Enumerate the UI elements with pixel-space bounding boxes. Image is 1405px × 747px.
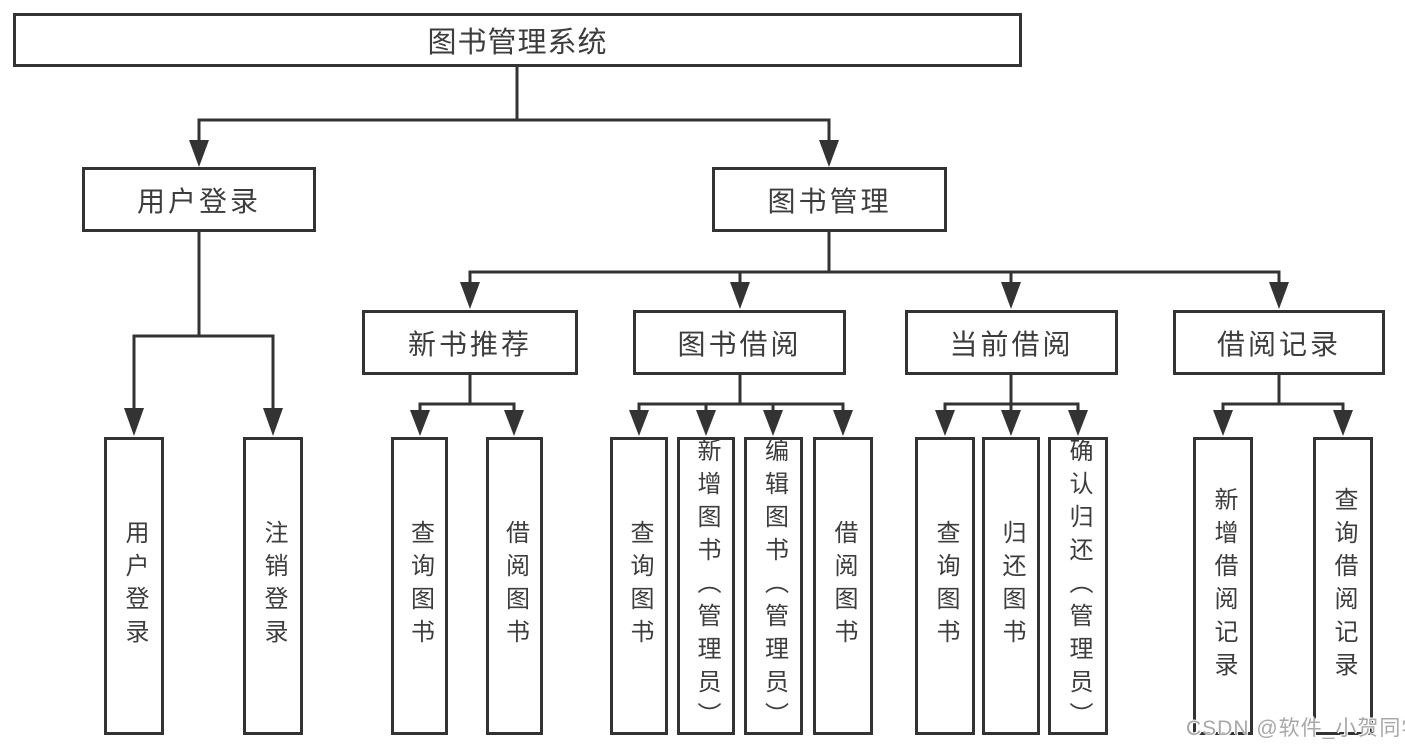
connector-root-to-level2: [189, 67, 839, 167]
leaf-borrow-books-1: 借阅图书: [486, 437, 543, 735]
node-user-login-label: 用户登录: [136, 185, 261, 217]
connector-book-mgmt-to-level3: [460, 232, 1289, 309]
connector-user-login-to-leaves: [124, 232, 283, 436]
leaf-logout: 注销登录: [243, 437, 303, 735]
node-new-book-recommend: 新书推荐: [362, 310, 578, 375]
leaf-add-books-admin-label: 新增图书（管理员）: [693, 437, 720, 735]
connector-current-borrow-to-leaves: [935, 375, 1088, 436]
node-new-book-recommend-label: 新书推荐: [407, 328, 532, 360]
leaf-confirm-return-admin: 确认归还（管理员）: [1048, 437, 1108, 735]
node-root-label: 图书管理系统: [427, 27, 608, 59]
connector-borrow-records-to-leaves: [1213, 375, 1353, 436]
node-book-borrow-label: 图书借阅: [677, 328, 802, 360]
node-borrow-records-label: 借阅记录: [1216, 328, 1341, 360]
leaf-add-borrow-record-label: 新增借阅记录: [1210, 487, 1237, 685]
leaf-query-borrow-record-label: 查询借阅记录: [1330, 487, 1357, 685]
leaf-query-books-1: 查询图书: [391, 437, 448, 735]
leaf-add-books-admin: 新增图书（管理员）: [677, 437, 735, 735]
csdn-watermark: CSDN @软件_小贺同学: [1186, 717, 1405, 740]
connector-book-borrow-to-leaves: [629, 375, 853, 436]
node-current-borrow-label: 当前借阅: [949, 328, 1074, 360]
leaf-user-login: 用户登录: [104, 437, 164, 735]
leaf-query-books-3: 查询图书: [915, 437, 975, 735]
leaf-borrow-books-2-label: 借阅图书: [830, 520, 857, 652]
node-borrow-records: 借阅记录: [1173, 310, 1385, 375]
leaf-confirm-return-admin-label: 确认归还（管理员）: [1065, 437, 1092, 735]
leaf-query-books-3-label: 查询图书: [932, 520, 959, 652]
leaf-user-login-label: 用户登录: [121, 520, 148, 652]
leaf-query-borrow-record: 查询借阅记录: [1313, 437, 1373, 735]
leaf-query-books-2: 查询图书: [610, 437, 668, 735]
connector-new-books-to-leaves: [410, 375, 524, 436]
leaf-query-books-2-label: 查询图书: [626, 520, 653, 652]
leaf-edit-books-admin-label: 编辑图书（管理员）: [760, 437, 788, 735]
leaf-logout-label: 注销登录: [260, 520, 287, 652]
leaf-borrow-books-2: 借阅图书: [813, 437, 873, 735]
node-user-login: 用户登录: [82, 167, 316, 232]
leaf-borrow-books-1-label: 借阅图书: [501, 520, 529, 652]
node-root: 图书管理系统: [13, 13, 1022, 67]
leaf-return-books-label: 归还图书: [998, 520, 1025, 652]
leaf-return-books: 归还图书: [982, 437, 1040, 735]
leaf-add-borrow-record: 新增借阅记录: [1193, 437, 1253, 735]
leaf-query-books-1-label: 查询图书: [406, 520, 434, 652]
leaf-edit-books-admin: 编辑图书（管理员）: [744, 437, 803, 735]
node-book-borrow: 图书借阅: [633, 310, 846, 375]
node-book-management: 图书管理: [712, 167, 947, 232]
node-current-borrow: 当前借阅: [905, 310, 1118, 375]
node-book-management-label: 图书管理: [767, 185, 892, 217]
